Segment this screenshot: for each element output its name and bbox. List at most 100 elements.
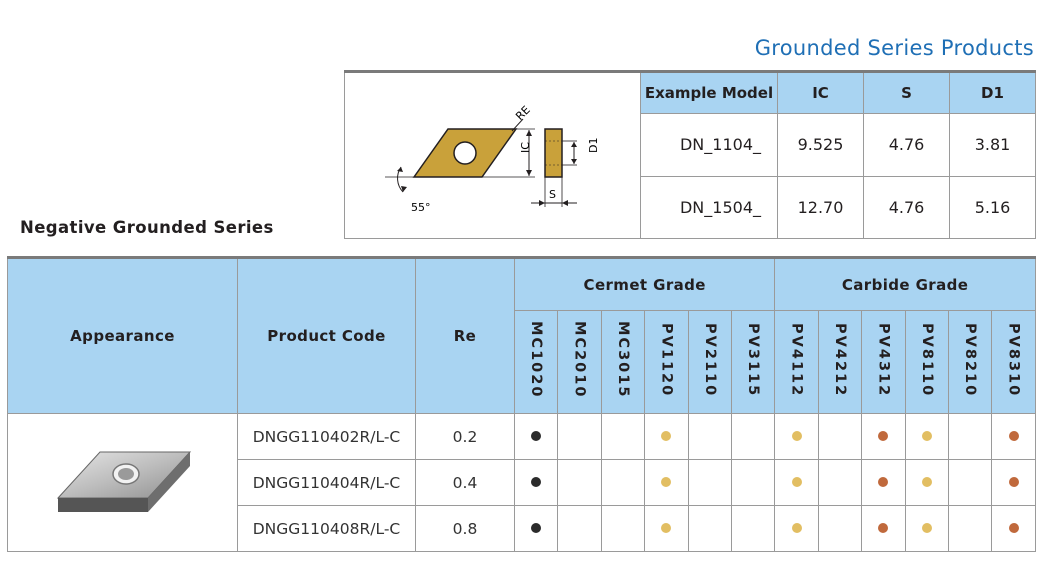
grade-header: PV8110 [904, 310, 949, 414]
header-cermet-grade: Cermet Grade [513, 257, 776, 311]
ic-cell: 9.525 [777, 113, 864, 177]
grade-header: PV3115 [730, 310, 776, 414]
grade-availability-cell [644, 505, 689, 552]
s-cell: 4.76 [863, 175, 950, 239]
grade-availability-cell [557, 459, 602, 506]
grade-availability-cell [861, 459, 906, 506]
grade-availability-cell [991, 505, 1036, 552]
header-product-code: Product Code [237, 257, 416, 414]
d1-cell: 3.81 [949, 113, 1036, 177]
availability-dot [791, 477, 802, 488]
grade-availability-cell [904, 459, 949, 506]
model-cell: DN_1104_ [640, 113, 778, 177]
availability-dot [878, 523, 889, 534]
grade-header: PV4312 [861, 310, 906, 414]
grade-availability-cell [687, 505, 732, 552]
insert-hole [453, 141, 477, 165]
grade-header: PV8210 [947, 310, 993, 414]
grade-availability-cell [774, 505, 819, 552]
angle-label: 55° [411, 201, 431, 214]
re-dimension-label: RE [513, 103, 533, 123]
table-row: DN_1504_ 12.70 4.76 5.16 [345, 175, 1036, 239]
product-grade-table: Appearance Product Code Re Cermet Grade … [7, 256, 1036, 552]
grade-availability-cell [730, 413, 776, 460]
grade-availability-cell [991, 459, 1036, 506]
availability-dot [661, 431, 672, 442]
grade-availability-cell [730, 505, 776, 552]
ic-dimension-label: IC [519, 142, 532, 153]
grade-availability-cell [557, 413, 602, 460]
grade-availability-cell [904, 505, 949, 552]
grade-availability-cell [774, 413, 819, 460]
product-code-cell: DNGG110404R/L-C [237, 459, 416, 506]
insert-side-view [544, 128, 563, 178]
grade-header: MC2010 [557, 310, 602, 414]
header-example-model: Example Model [640, 71, 778, 114]
grade-availability-cell [730, 459, 776, 506]
insert-appearance-image [56, 451, 192, 512]
grade-availability-cell [644, 459, 689, 506]
d1-cell: 5.16 [949, 175, 1036, 239]
insert-dimension-diagram: RE IC D1 [385, 103, 600, 214]
grade-header: PV4212 [817, 310, 863, 414]
grade-availability-cell [817, 459, 863, 506]
grade-availability-cell [774, 459, 819, 506]
grade-availability-cell [947, 413, 993, 460]
grade-availability-cell [513, 505, 559, 552]
availability-dot [1008, 523, 1019, 534]
table-row: DN_1104_ 9.525 4.76 3.81 [345, 113, 1036, 177]
grade-availability-cell [991, 413, 1036, 460]
section-title: Negative Grounded Series [20, 218, 274, 237]
grade-availability-cell [557, 505, 602, 552]
availability-dot [791, 523, 802, 534]
header-carbide-grade: Carbide Grade [774, 257, 1036, 311]
grade-availability-cell [687, 459, 732, 506]
header-appearance: Appearance [7, 257, 238, 414]
grade-availability-cell [947, 459, 993, 506]
grade-header: MC1020 [513, 310, 559, 414]
availability-dot [531, 477, 542, 488]
availability-dot [531, 431, 542, 442]
grade-availability-cell [600, 505, 646, 552]
grade-availability-cell [600, 413, 646, 460]
availability-dot [1008, 431, 1019, 442]
header-s: S [863, 71, 950, 114]
grade-availability-cell [687, 413, 732, 460]
d1-dimension-label: D1 [587, 138, 600, 153]
grade-header: PV1120 [644, 310, 689, 414]
grade-availability-cell [817, 505, 863, 552]
grade-availability-cell [513, 413, 559, 460]
re-cell: 0.4 [415, 459, 515, 506]
grade-header: MC3015 [600, 310, 646, 414]
grade-availability-cell [600, 459, 646, 506]
availability-dot [921, 477, 932, 488]
grade-header: PV4112 [774, 310, 819, 414]
availability-dot [531, 523, 542, 534]
grade-availability-cell [861, 413, 906, 460]
grade-availability-cell [644, 413, 689, 460]
grade-availability-cell [513, 459, 559, 506]
product-code-cell: DNGG110408R/L-C [237, 505, 416, 552]
grade-availability-cell [817, 413, 863, 460]
page-title: Grounded Series Products [754, 36, 1034, 60]
header-re: Re [415, 257, 515, 414]
availability-dot [661, 477, 672, 488]
availability-dot [878, 477, 889, 488]
product-code-cell: DNGG110402R/L-C [237, 413, 416, 460]
header-d1: D1 [949, 71, 1036, 114]
grade-availability-cell [861, 505, 906, 552]
grade-availability-cell [947, 505, 993, 552]
availability-dot [1008, 477, 1019, 488]
model-cell: DN_1504_ [640, 175, 778, 239]
grade-header: PV2110 [687, 310, 732, 414]
re-cell: 0.8 [415, 505, 515, 552]
insert-diagram-cell: RE IC D1 [344, 71, 641, 239]
s-dimension-label: S [549, 188, 556, 201]
re-cell: 0.2 [415, 413, 515, 460]
grade-availability-cell [904, 413, 949, 460]
availability-dot [921, 523, 932, 534]
ic-cell: 12.70 [777, 175, 864, 239]
availability-dot [791, 431, 802, 442]
